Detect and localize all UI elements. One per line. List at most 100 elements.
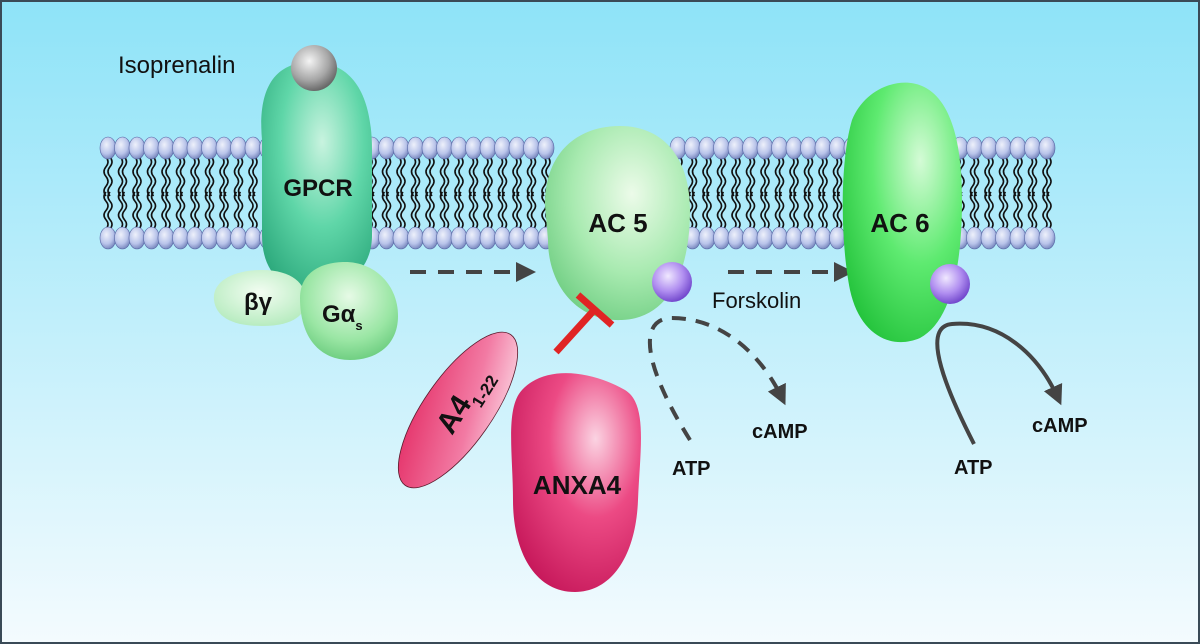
lipid-head [756,136,774,160]
lipid-tail [175,191,182,230]
lipid-tail [410,191,417,230]
lipid-tail [836,156,843,197]
lipid-tail [501,191,508,230]
lipid-tail [984,156,990,197]
lipid-head [114,136,131,160]
lipid-tail [822,156,828,197]
lipid-head [698,136,716,160]
lipid-tail [150,191,157,230]
lipid-tail [1017,156,1023,197]
g-alpha-text: Gα [322,301,356,328]
lipid-tail [1027,156,1034,197]
ac5-label: AC 5 [588,208,647,238]
lipid-tail [807,156,814,197]
lipid-tail [103,156,109,197]
g-alpha-s-subunit: Gαs [300,262,398,360]
lipid-tail [530,156,537,197]
lipid-tail [512,156,518,197]
lipid-tail [984,191,990,230]
lipid-head [785,226,803,250]
lipid-tail [443,156,450,197]
lipid-tail [165,156,171,197]
lipid-tail [371,191,377,230]
lipid-tail [237,191,244,230]
lipid-head [771,226,788,250]
lipid-tail [1013,191,1019,230]
lipid-tail [194,156,200,197]
lipid-head [1038,136,1056,160]
lipid-head [479,226,497,250]
lipid-tail [774,156,781,197]
lipid-tail [1013,156,1019,197]
lipid-tail [822,191,828,230]
lipid-tail [136,156,142,197]
lipid-tail [706,191,712,230]
lipid-tail [396,191,402,230]
lipid-head [421,136,439,160]
lipid-head [523,226,540,250]
lipid-tail [132,156,138,197]
lipid-head [186,136,204,160]
lipid-tail [150,156,157,197]
lipid-tail [458,191,464,230]
lipid-tail [1002,156,1009,197]
lipid-tail [745,156,752,197]
lipid-tail [516,156,522,197]
lipid-head [450,226,468,250]
lipid-tail [396,156,402,197]
lipid-tail [764,156,770,197]
lipid-tail [720,156,727,197]
lipid-tail [146,191,153,230]
lipid-head [713,136,730,160]
lipid-tail [425,191,431,230]
lipid-tail [165,191,171,230]
lipid-tail [789,156,795,197]
lipid-head [742,136,759,160]
lipid-tail [998,191,1005,230]
lipid-head [99,136,117,160]
lipid-tail [121,191,128,230]
g-alpha-subscript: s [355,318,362,333]
lipid-tail [969,156,976,197]
ac5-reaction-arrow [647,315,786,442]
lipid-tail [764,191,770,230]
lipid-head [128,226,146,250]
lipid-tail [836,191,843,230]
lipid-tail [429,156,435,197]
lipid-tail [501,156,508,197]
lipid-tail [1046,156,1052,197]
gpcr-label: GPCR [283,175,352,202]
lipid-tail [691,191,698,230]
lipid-tail [400,156,406,197]
lipid-tail [458,156,464,197]
lipid-tail [487,156,493,197]
lipid-tail [136,191,142,230]
lipid-tail [414,191,421,230]
lipid-tail [541,191,547,230]
lipid-tail [778,156,785,197]
lipid-head [465,226,482,250]
lipid-tail [497,191,504,230]
lipid-head [143,226,160,250]
lipid-tail [749,156,756,197]
lipid-tail [233,156,240,197]
lipid-tail [190,191,196,230]
lipid-tail [745,191,752,230]
lipid-tail [988,156,994,197]
lipid-head [966,136,983,160]
lipid-head [201,226,218,250]
lipid-head [494,226,511,250]
lipid-head [172,136,189,160]
lipid-head [727,226,745,250]
lipid-tail [190,156,196,197]
lipid-tail [691,156,698,197]
lipid-tail [807,191,814,230]
lipid-tail [760,156,766,197]
lipid-tail [778,191,785,230]
lipid-head [1009,136,1027,160]
lipid-tail [468,191,475,230]
lipid-head [230,226,247,250]
lipid-head [392,226,410,250]
atp-label-ac5: ATP [672,458,711,480]
lipid-head [421,226,439,250]
